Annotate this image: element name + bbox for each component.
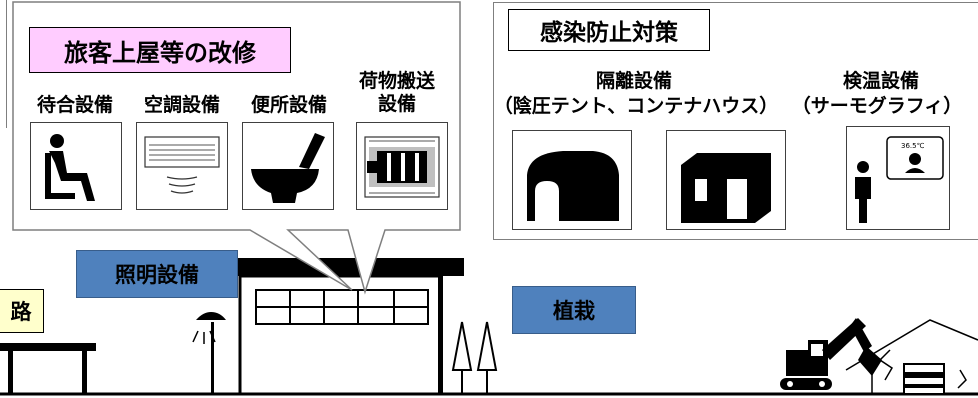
road-tag: 路	[0, 289, 44, 333]
canopy-post	[8, 351, 13, 394]
toilet-label: 便所設備	[250, 94, 327, 116]
lamp-head	[196, 312, 226, 320]
planting-tag: 植栽	[512, 286, 636, 334]
terminal-windows	[255, 289, 429, 325]
negative-pressure-tent-icon	[512, 130, 632, 230]
terminal-roof	[236, 258, 464, 276]
lamp-post	[211, 322, 214, 394]
isolation-label: 隔離設備	[595, 70, 672, 92]
excavator	[780, 318, 882, 390]
canopy-roof	[0, 343, 96, 351]
thermography-icon: 36.5℃	[846, 126, 950, 230]
infection-title: 感染防止対策	[508, 9, 710, 51]
container-house-icon	[666, 130, 786, 230]
air-conditioner-icon	[136, 122, 228, 210]
isolation-sublabel: （陰圧テント、コンテナハウス）	[493, 95, 779, 117]
damaged-house	[845, 319, 978, 394]
trees	[451, 321, 498, 394]
waiting-seat-icon	[30, 122, 122, 210]
temperature-label: 検温設備	[842, 70, 919, 92]
temperature-sublabel: （サーモグラフィ）	[791, 95, 963, 117]
canopy-post	[82, 351, 87, 394]
aircon-label: 空調設備	[143, 94, 220, 116]
baggage-label: 荷物搬送 設備	[358, 70, 435, 115]
left-panel-edge	[0, 0, 7, 128]
lighting-tag: 照明設備	[76, 250, 238, 298]
baggage-conveyor-icon	[356, 122, 448, 210]
toilet-icon	[242, 122, 334, 210]
waiting-label: 待合設備	[36, 94, 113, 116]
renovation-title: 旅客上屋等の改修	[29, 27, 291, 73]
thermo-reading: 36.5℃	[901, 142, 925, 150]
